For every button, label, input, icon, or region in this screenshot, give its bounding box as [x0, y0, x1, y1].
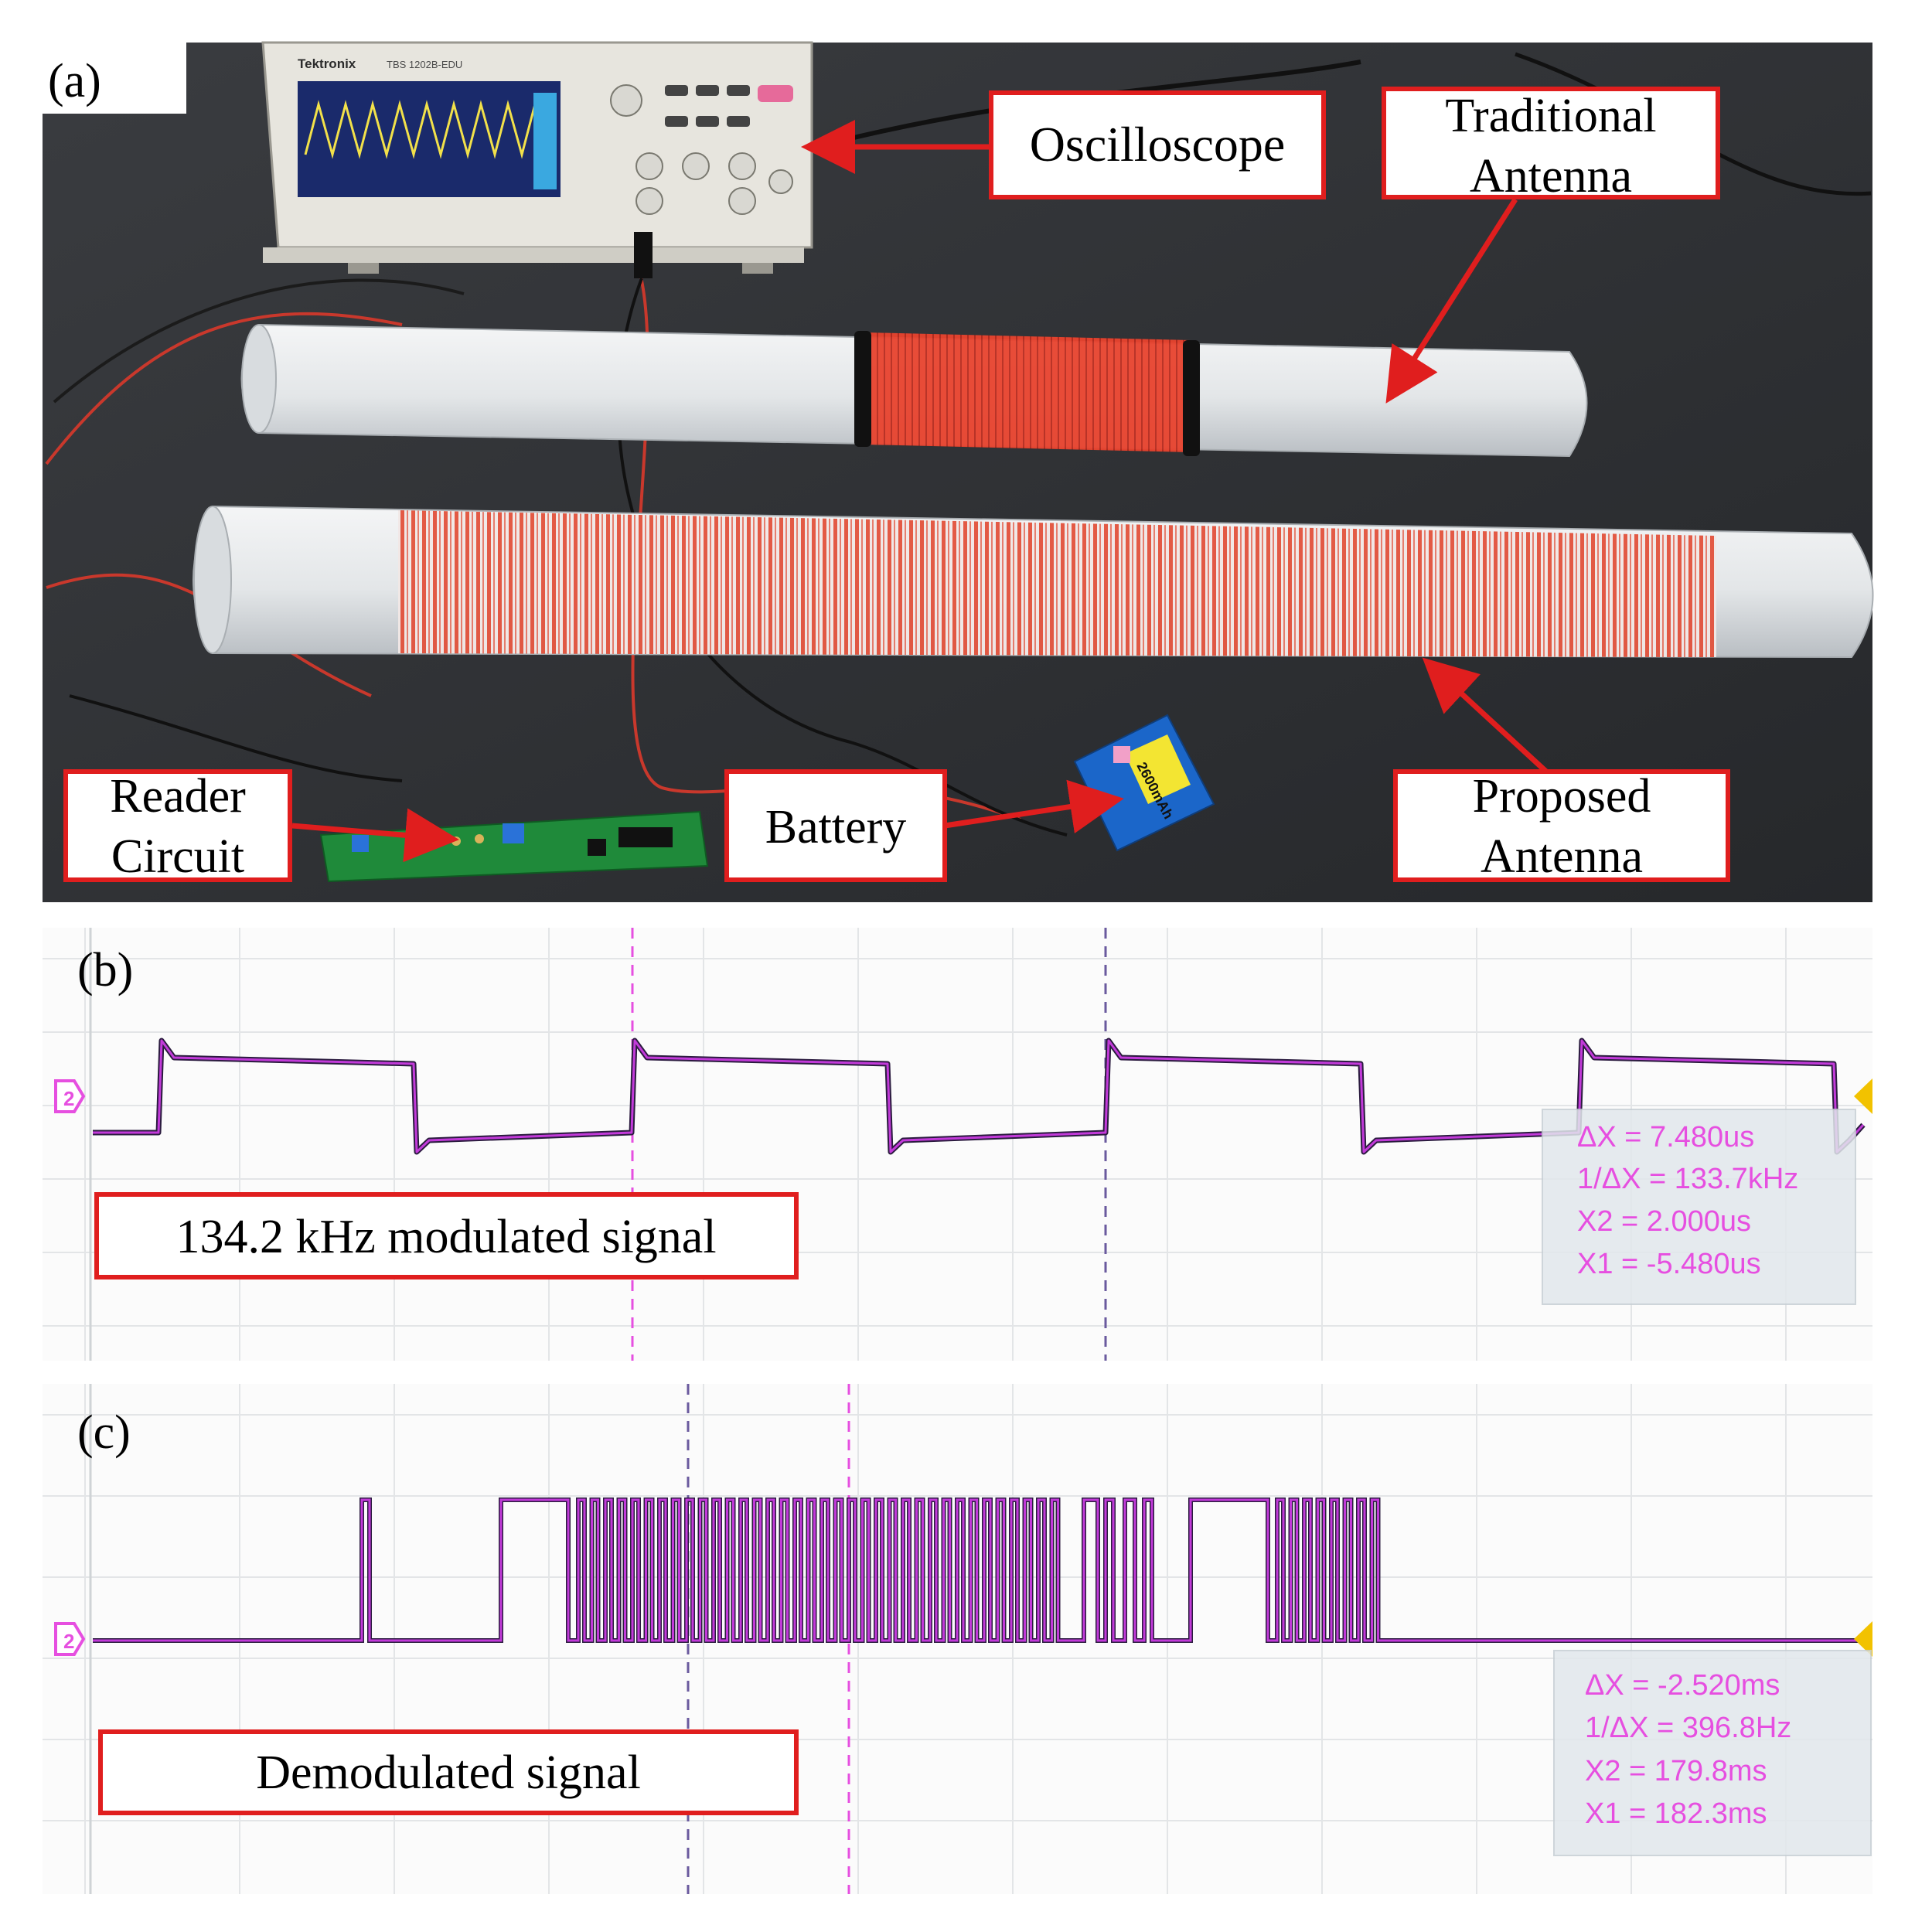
- callout-arrows: [291, 120, 1549, 863]
- panel-c-readout-delta-x: ΔX = -2.520ms: [1585, 1669, 1780, 1702]
- panel-label-backdrop: [43, 43, 186, 114]
- callout-traditional-antenna-line1: Traditional: [1445, 90, 1656, 142]
- arrow-battery: [944, 779, 1124, 833]
- svg-text:2: 2: [63, 1087, 74, 1110]
- callout-traditional-antenna-line2: Antenna: [1470, 150, 1632, 203]
- oscilloscope-knobs: [610, 84, 793, 215]
- callout-proposed-antenna: Proposed Antenna: [1393, 769, 1730, 883]
- proposed-antenna: [193, 505, 1874, 659]
- panel-c-readout-x1: X1 = 182.3ms: [1585, 1797, 1767, 1830]
- panel-c-readout-x2: X2 = 179.8ms: [1585, 1755, 1767, 1787]
- pulse-train-trace: [93, 1498, 1863, 1642]
- panel-c-readout-inv-delta-x: 1/ΔX = 396.8Hz: [1585, 1712, 1791, 1744]
- panel-c: 2 (c) Demodulated signal ΔX = -2.520ms 1…: [43, 1384, 1872, 1894]
- panel-label-c: (c): [77, 1406, 131, 1459]
- callout-reader-circuit-line2: Circuit: [111, 830, 244, 883]
- panel-b-readout-x1: X1 = -5.480us: [1577, 1248, 1761, 1280]
- panel-b-readout-x2: X2 = 2.000us: [1577, 1205, 1751, 1238]
- panel-c-caption: Demodulated signal: [256, 1746, 641, 1799]
- callout-reader-circuit: Reader Circuit: [63, 769, 292, 883]
- oscilloscope-screen-trace: [304, 100, 554, 159]
- panel-b-caption: 134.2 kHz modulated signal: [175, 1211, 716, 1263]
- panel-c-trace: [93, 1498, 1863, 1643]
- callout-oscilloscope: Oscilloscope: [989, 90, 1326, 199]
- traditional-antenna: [240, 323, 1588, 458]
- panel-c-caption-box: Demodulated signal: [98, 1729, 799, 1815]
- oscilloscope-brand: Tektronix: [298, 56, 356, 71]
- callout-proposed-antenna-line1: Proposed: [1473, 770, 1651, 823]
- panel-label-b: (b): [77, 944, 133, 997]
- callout-proposed-antenna-line2: Antenna: [1481, 830, 1643, 883]
- arrow-traditional-antenna: [1385, 198, 1518, 404]
- panel-c-channel-marker: 2: [54, 1622, 86, 1656]
- callout-oscilloscope-text: Oscilloscope: [1030, 117, 1286, 172]
- panel-b-trace: [93, 1038, 1866, 1155]
- arrow-reader-circuit: [291, 808, 459, 863]
- square-wave-trace: [93, 1039, 1865, 1153]
- panel-label-a: (a): [48, 55, 101, 107]
- callout-traditional-antenna: Traditional Antenna: [1382, 87, 1720, 203]
- panel-b-readout-inv-delta-x: 1/ΔX = 133.7kHz: [1577, 1163, 1798, 1195]
- oscilloscope-model: TBS 1202B-EDU: [387, 59, 462, 70]
- callout-battery-text: Battery: [765, 801, 907, 854]
- panel-b-channel-marker: 2: [54, 1079, 86, 1113]
- panel-b-trigger-marker: [1854, 1078, 1872, 1114]
- panel-b-readout: ΔX = 7.480us 1/ΔX = 133.7kHz X2 = 2.000u…: [1542, 1109, 1856, 1305]
- oscilloscope: Tektronix TBS 1202B-EDU: [261, 41, 813, 278]
- callout-reader-circuit-line1: Reader: [110, 770, 246, 823]
- callout-battery: Battery: [724, 769, 947, 882]
- panel-c-readout: ΔX = -2.520ms 1/ΔX = 396.8Hz X2 = 179.8m…: [1553, 1650, 1872, 1856]
- panel-b: 2 (b) 134.2 kHz modulated signal ΔX = 7.…: [43, 928, 1872, 1361]
- panel-a: (a) Tektronix TBS 1202B-EDU: [43, 41, 1874, 902]
- panel-c-trigger-marker: [1854, 1621, 1872, 1657]
- arrow-proposed-antenna: [1422, 657, 1549, 774]
- panel-b-readout-delta-x: ΔX = 7.480us: [1577, 1121, 1754, 1153]
- svg-text:2: 2: [63, 1630, 74, 1653]
- panel-b-caption-box: 134.2 kHz modulated signal: [94, 1192, 799, 1279]
